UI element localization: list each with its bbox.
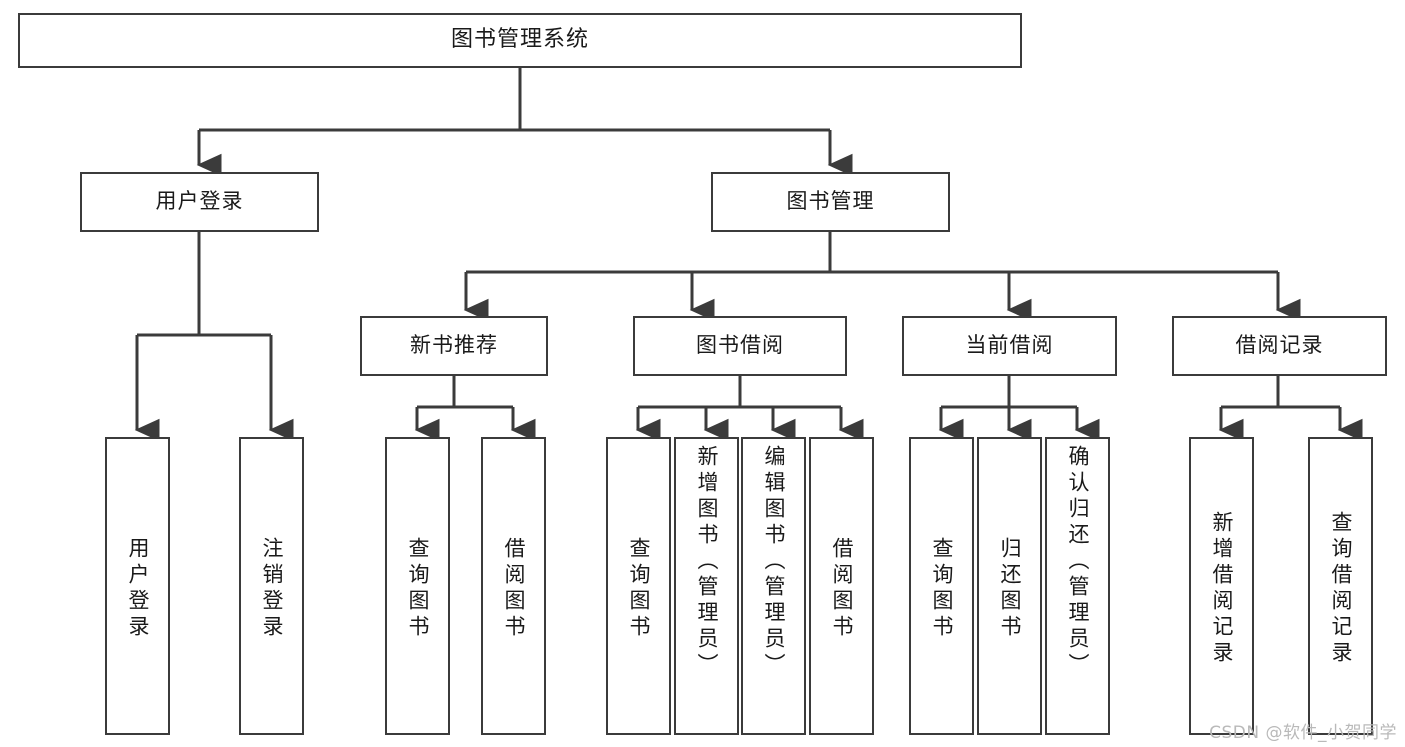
leaf-new-book-query[interactable]: 查询图书 bbox=[385, 437, 450, 735]
leaf-label: 借阅图书 bbox=[502, 537, 526, 641]
leaf-label: 借阅图书 bbox=[830, 537, 854, 641]
node-label: 图书管理 bbox=[786, 189, 875, 214]
leaf-label: 查询图书 bbox=[627, 537, 651, 641]
leaf-label: 归还图书 bbox=[998, 537, 1022, 641]
node-label: 当前借阅 bbox=[965, 333, 1054, 358]
node-root-system[interactable]: 图书管理系统 bbox=[18, 13, 1022, 68]
leaf-label: 注销登录 bbox=[260, 537, 284, 641]
node-label: 用户登录 bbox=[155, 189, 244, 214]
leaf-label: 新增图书（管理员） bbox=[695, 445, 719, 679]
leaf-label: 用户登录 bbox=[126, 537, 150, 641]
leaf-book-borrow-borrow[interactable]: 借阅图书 bbox=[809, 437, 874, 735]
node-label: 新书推荐 bbox=[410, 333, 498, 358]
node-borrow-record[interactable]: 借阅记录 bbox=[1172, 316, 1387, 376]
leaf-current-borrow-confirm[interactable]: 确认归还（管理员） bbox=[1045, 437, 1110, 735]
node-label: 借阅记录 bbox=[1235, 333, 1324, 358]
node-user-login[interactable]: 用户登录 bbox=[80, 172, 319, 232]
leaf-book-borrow-edit[interactable]: 编辑图书（管理员） bbox=[741, 437, 806, 735]
leaf-current-borrow-query[interactable]: 查询图书 bbox=[909, 437, 974, 735]
leaf-label: 新增借阅记录 bbox=[1210, 511, 1234, 667]
node-label: 图书管理系统 bbox=[450, 27, 589, 53]
leaf-label: 查询借阅记录 bbox=[1329, 511, 1353, 667]
leaf-current-borrow-return[interactable]: 归还图书 bbox=[977, 437, 1042, 735]
leaf-user-login-signin[interactable]: 用户登录 bbox=[105, 437, 170, 735]
leaf-user-login-signout[interactable]: 注销登录 bbox=[239, 437, 304, 735]
leaf-label: 查询图书 bbox=[406, 537, 430, 641]
csdn-watermark: CSDN @软件_小贺同学 bbox=[1209, 723, 1397, 743]
leaf-book-borrow-query[interactable]: 查询图书 bbox=[606, 437, 671, 735]
leaf-book-borrow-add[interactable]: 新增图书（管理员） bbox=[674, 437, 739, 735]
leaf-new-book-borrow[interactable]: 借阅图书 bbox=[481, 437, 546, 735]
node-label: 图书借阅 bbox=[696, 333, 784, 358]
leaf-label: 查询图书 bbox=[930, 537, 954, 641]
node-book-borrow[interactable]: 图书借阅 bbox=[633, 316, 847, 376]
leaf-borrow-record-add[interactable]: 新增借阅记录 bbox=[1189, 437, 1254, 735]
leaf-borrow-record-query[interactable]: 查询借阅记录 bbox=[1308, 437, 1373, 735]
node-current-borrow[interactable]: 当前借阅 bbox=[902, 316, 1117, 376]
leaf-label: 编辑图书（管理员） bbox=[762, 445, 786, 679]
leaf-label: 确认归还（管理员） bbox=[1066, 445, 1090, 679]
node-new-book-recommend[interactable]: 新书推荐 bbox=[360, 316, 548, 376]
node-book-management[interactable]: 图书管理 bbox=[711, 172, 950, 232]
